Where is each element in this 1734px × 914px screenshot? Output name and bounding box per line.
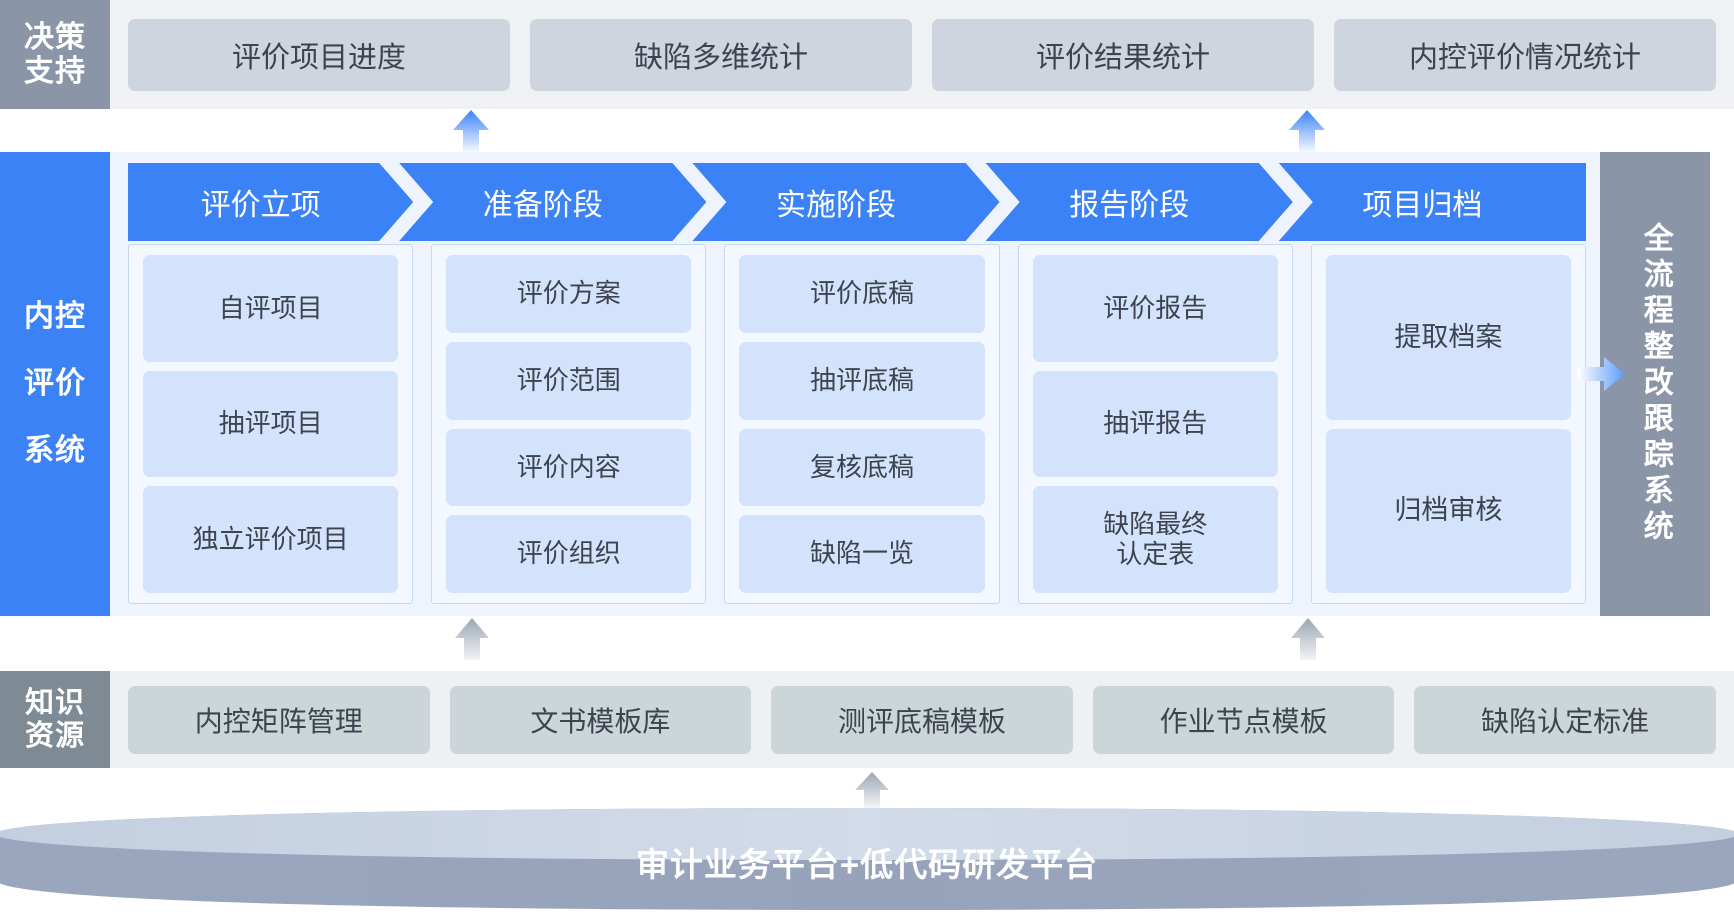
stage-body-5: 提取档案 归档审核 bbox=[1310, 244, 1587, 604]
decision-support-label: 决策 支持 bbox=[0, 0, 110, 109]
decision-support-cards: 评价项目进度 缺陷多维统计 评价结果统计 内控评价情况统计 bbox=[110, 0, 1734, 109]
stage-header-1-label: 评价立项 bbox=[200, 189, 321, 222]
task-card-defect-final-determination[interactable]: 缺陷最终 认定表 bbox=[1032, 486, 1278, 594]
stage-header-5-label: 项目归档 bbox=[1362, 189, 1483, 222]
task-card-eval-draft[interactable]: 评价底稿 bbox=[739, 255, 985, 333]
knowledge-resources-label-line-2: 资源 bbox=[24, 719, 85, 752]
task-card-sample-report[interactable]: 抽评报告 bbox=[1032, 370, 1278, 478]
knowledge-resources-label: 知识 资源 bbox=[0, 671, 110, 768]
stage-header-1[interactable]: 评价立项 bbox=[128, 163, 413, 241]
decision-support-label-line-1: 决策 bbox=[24, 20, 86, 54]
stage-body-3: 评价底稿 抽评底稿 复核底稿 缺陷一览 bbox=[724, 244, 1000, 604]
task-card-review-draft[interactable]: 复核底稿 bbox=[739, 428, 985, 507]
task-card-defect-list[interactable]: 缺陷一览 bbox=[739, 515, 985, 593]
stage-header-3-label: 实施阶段 bbox=[776, 189, 896, 222]
stage-header-2-label: 准备阶段 bbox=[482, 189, 603, 222]
stage-column-1: 评价立项 自评项目 抽评项目 独立评价项目 bbox=[128, 163, 414, 604]
decision-support-label-line-2: 支持 bbox=[24, 54, 86, 88]
tracking-system-bar: 全流程整改跟踪系统 bbox=[1600, 152, 1710, 616]
stage-header-4-label: 报告阶段 bbox=[1069, 189, 1190, 222]
evaluation-system-label-line-2: 评价 bbox=[24, 367, 86, 401]
evaluation-system-label-line-1: 内控 bbox=[24, 300, 86, 334]
stage-header-4[interactable]: 报告阶段 bbox=[986, 163, 1293, 241]
stage-body-1: 自评项目 抽评项目 独立评价项目 bbox=[128, 244, 414, 604]
task-card-self-eval-project[interactable]: 自评项目 bbox=[143, 255, 399, 362]
stage-column-2: 准备阶段 评价方案 评价范围 评价内容 评价组织 bbox=[421, 163, 707, 604]
stage-body-2: 评价方案 评价范围 评价内容 评价组织 bbox=[431, 244, 707, 604]
evaluation-system-label-line-3: 系统 bbox=[24, 434, 86, 468]
gray-arrow-up-icon-3 bbox=[855, 772, 888, 812]
task-card-archive-review[interactable]: 归档审核 bbox=[1325, 428, 1572, 593]
knowledge-card-work-node-template[interactable]: 作业节点模板 bbox=[1092, 685, 1395, 754]
stage-column-3: 实施阶段 评价底稿 抽评底稿 复核底稿 缺陷一览 bbox=[714, 163, 1000, 604]
knowledge-card-assessment-draft-template[interactable]: 测评底稿模板 bbox=[771, 685, 1073, 754]
decision-card-internal-control-stats[interactable]: 内控评价情况统计 bbox=[1334, 18, 1716, 91]
decision-card-result-stats[interactable]: 评价结果统计 bbox=[932, 18, 1314, 91]
task-card-eval-scope[interactable]: 评价范围 bbox=[446, 341, 692, 420]
knowledge-card-matrix-management[interactable]: 内控矩阵管理 bbox=[128, 685, 430, 754]
platform-label: 审计业务平台+低代码研发平台 bbox=[635, 846, 1099, 883]
stage-column-5: 项目归档 提取档案 归档审核 bbox=[1278, 163, 1587, 604]
evaluation-system-label: 内控 评价 系统 bbox=[0, 152, 110, 616]
task-card-eval-report[interactable]: 评价报告 bbox=[1032, 255, 1278, 362]
stage-column-4: 报告阶段 评价报告 抽评报告 缺陷最终 认定表 bbox=[1008, 163, 1293, 604]
knowledge-card-defect-criteria[interactable]: 缺陷认定标准 bbox=[1414, 685, 1716, 754]
decision-support-row: 决策 支持 评价项目进度 缺陷多维统计 评价结果统计 内控评价情况统计 bbox=[0, 0, 1734, 109]
platform-shape bbox=[0, 808, 1734, 910]
knowledge-resources-row: 知识 资源 内控矩阵管理 文书模板库 测评底稿模板 作业节点模板 缺陷认定标准 bbox=[0, 671, 1734, 768]
stage-body-4: 评价报告 抽评报告 缺陷最终 认定表 bbox=[1017, 244, 1293, 604]
tracking-system-label: 全流程整改跟踪系统 bbox=[1638, 222, 1672, 546]
gray-arrow-up-icon-1 bbox=[455, 618, 488, 660]
task-card-extract-archive[interactable]: 提取档案 bbox=[1325, 255, 1572, 420]
task-card-sample-draft[interactable]: 抽评底稿 bbox=[739, 341, 985, 420]
stage-header-3[interactable]: 实施阶段 bbox=[692, 163, 999, 241]
knowledge-card-document-template-library[interactable]: 文书模板库 bbox=[449, 685, 752, 754]
task-card-eval-content[interactable]: 评价内容 bbox=[446, 428, 692, 507]
stage-header-5[interactable]: 项目归档 bbox=[1278, 163, 1587, 241]
knowledge-resources-label-line-1: 知识 bbox=[24, 687, 85, 720]
task-card-eval-organization[interactable]: 评价组织 bbox=[446, 515, 692, 593]
decision-card-defect-multidim[interactable]: 缺陷多维统计 bbox=[530, 18, 912, 91]
task-card-eval-plan[interactable]: 评价方案 bbox=[446, 255, 692, 333]
task-card-independent-eval-project[interactable]: 独立评价项目 bbox=[143, 486, 399, 594]
blue-arrow-up-icon-2 bbox=[1289, 110, 1325, 154]
gray-arrow-up-icon-2 bbox=[1291, 618, 1324, 660]
blue-arrow-up-icon-1 bbox=[453, 110, 489, 154]
evaluation-system-row: 内控 评价 系统 评价立项 自评项目 抽评项目 独立评价项目 准备阶段 评价方案… bbox=[0, 152, 1734, 616]
stage-pipeline: 评价立项 自评项目 抽评项目 独立评价项目 准备阶段 评价方案 评价范围 评价内… bbox=[110, 152, 1600, 616]
stage-header-2[interactable]: 准备阶段 bbox=[399, 163, 706, 241]
task-card-sample-eval-project[interactable]: 抽评项目 bbox=[143, 370, 399, 478]
decision-card-project-progress[interactable]: 评价项目进度 bbox=[128, 18, 510, 91]
knowledge-resources-cards: 内控矩阵管理 文书模板库 测评底稿模板 作业节点模板 缺陷认定标准 bbox=[110, 671, 1734, 768]
arrow-right-icon bbox=[1578, 357, 1625, 391]
